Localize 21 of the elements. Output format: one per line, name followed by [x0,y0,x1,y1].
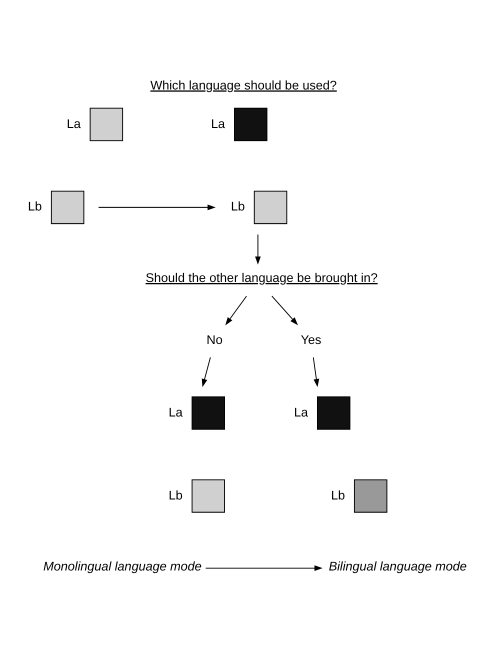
node-label: Lb [330,488,345,502]
node-label: Lb [28,199,42,214]
node-text: No [206,332,223,347]
node-label: Lb [230,199,245,214]
diagram-title: Which language should be used? [150,78,337,92]
arrow [205,564,323,570]
arrow [312,356,320,387]
arrow [271,295,298,325]
node-label: Lb [168,488,183,502]
arrow [98,204,216,210]
arrow [255,234,261,264]
node-label: La [168,404,183,419]
node-text: Should the other language be brought in? [146,270,378,284]
node-label: La [294,404,308,419]
node-text: Bilingual language mode [328,559,467,574]
arrow [202,356,211,387]
node-label: La [211,116,226,130]
node-label: La [66,116,81,130]
node-text: Yes [300,332,322,347]
node-text: Monolingual language mode [43,559,202,574]
arrow [225,295,247,325]
